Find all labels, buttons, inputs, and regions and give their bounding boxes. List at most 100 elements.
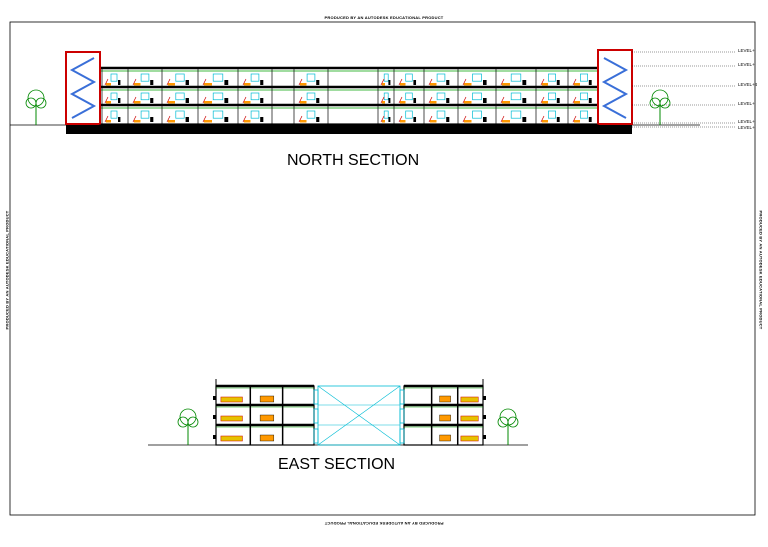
east-section-drawing bbox=[148, 379, 528, 446]
furniture bbox=[502, 120, 510, 123]
furniture bbox=[150, 80, 154, 85]
furniture bbox=[388, 117, 391, 122]
furniture bbox=[316, 117, 320, 122]
glazing bbox=[399, 408, 405, 424]
furniture bbox=[502, 101, 510, 104]
chair bbox=[540, 115, 545, 123]
north-base-slab bbox=[66, 124, 632, 134]
chair bbox=[380, 96, 385, 104]
furniture bbox=[185, 117, 189, 122]
window bbox=[436, 73, 446, 82]
chair bbox=[572, 78, 577, 86]
window bbox=[510, 73, 522, 82]
north-room-bays bbox=[99, 50, 599, 124]
chair bbox=[428, 78, 433, 86]
chair bbox=[572, 96, 577, 104]
furniture bbox=[556, 98, 560, 103]
chair bbox=[104, 78, 109, 86]
chair bbox=[242, 78, 247, 86]
bed bbox=[220, 435, 243, 442]
chair bbox=[202, 96, 207, 104]
furniture bbox=[150, 117, 154, 122]
furniture bbox=[224, 80, 229, 85]
furniture bbox=[574, 101, 580, 104]
furniture bbox=[382, 120, 385, 123]
furniture bbox=[185, 98, 189, 103]
furniture bbox=[168, 101, 175, 104]
balcony bbox=[483, 396, 486, 400]
furniture bbox=[106, 101, 111, 104]
furniture bbox=[150, 98, 154, 103]
chair bbox=[500, 78, 505, 86]
furniture bbox=[204, 120, 212, 123]
north-section-title: NORTH SECTION bbox=[287, 152, 420, 169]
furniture bbox=[446, 98, 450, 103]
window bbox=[548, 73, 556, 82]
furniture bbox=[483, 117, 487, 122]
window bbox=[140, 110, 150, 119]
furniture bbox=[316, 98, 320, 103]
sheet-border bbox=[9, 21, 756, 516]
furniture bbox=[400, 83, 406, 86]
furniture bbox=[556, 117, 560, 122]
furniture bbox=[168, 83, 175, 86]
furniture bbox=[439, 395, 451, 403]
furniture bbox=[244, 120, 251, 123]
chair bbox=[500, 115, 505, 123]
furniture bbox=[588, 117, 592, 122]
chair bbox=[132, 115, 137, 123]
furniture bbox=[430, 120, 437, 123]
furniture bbox=[413, 80, 417, 85]
furniture bbox=[400, 120, 406, 123]
window bbox=[110, 92, 118, 101]
furniture bbox=[542, 83, 548, 86]
window bbox=[212, 92, 224, 101]
window bbox=[140, 92, 150, 101]
window bbox=[383, 110, 389, 119]
east-section-title: EAST SECTION bbox=[278, 456, 396, 473]
chair bbox=[166, 78, 171, 86]
north-right-tree bbox=[649, 89, 671, 125]
furniture bbox=[430, 101, 437, 104]
furniture bbox=[588, 98, 592, 103]
window bbox=[175, 110, 185, 119]
window bbox=[250, 92, 260, 101]
bed bbox=[460, 415, 479, 422]
window bbox=[436, 110, 446, 119]
glazing bbox=[399, 389, 405, 405]
furniture bbox=[260, 117, 264, 122]
furniture bbox=[382, 83, 385, 86]
chair bbox=[380, 78, 385, 86]
furniture bbox=[400, 101, 406, 104]
furniture bbox=[224, 98, 229, 103]
furniture bbox=[204, 101, 212, 104]
furniture bbox=[413, 98, 417, 103]
chair bbox=[462, 78, 467, 86]
furniture bbox=[522, 98, 527, 103]
north-main-block bbox=[99, 50, 599, 125]
glazing bbox=[313, 389, 319, 405]
bed bbox=[220, 415, 243, 422]
furniture bbox=[542, 101, 548, 104]
window bbox=[306, 73, 316, 82]
level-label: LEVEL+ bbox=[738, 101, 755, 106]
level-label: LEVEL+ bbox=[738, 62, 755, 67]
chair bbox=[104, 96, 109, 104]
chair bbox=[462, 115, 467, 123]
furniture bbox=[382, 101, 385, 104]
level-label: LEVEL+ bbox=[738, 125, 755, 130]
chair bbox=[202, 115, 207, 123]
furniture bbox=[259, 395, 275, 403]
furniture bbox=[464, 83, 472, 86]
furniture bbox=[446, 80, 450, 85]
furniture bbox=[260, 80, 264, 85]
chair bbox=[298, 96, 303, 104]
furniture bbox=[522, 117, 527, 122]
furniture bbox=[542, 120, 548, 123]
watermark-left: PRODUCED BY AN AUTODESK EDUCATIONAL PROD… bbox=[4, 210, 10, 330]
window bbox=[212, 110, 224, 119]
chair bbox=[166, 115, 171, 123]
chair bbox=[572, 115, 577, 123]
